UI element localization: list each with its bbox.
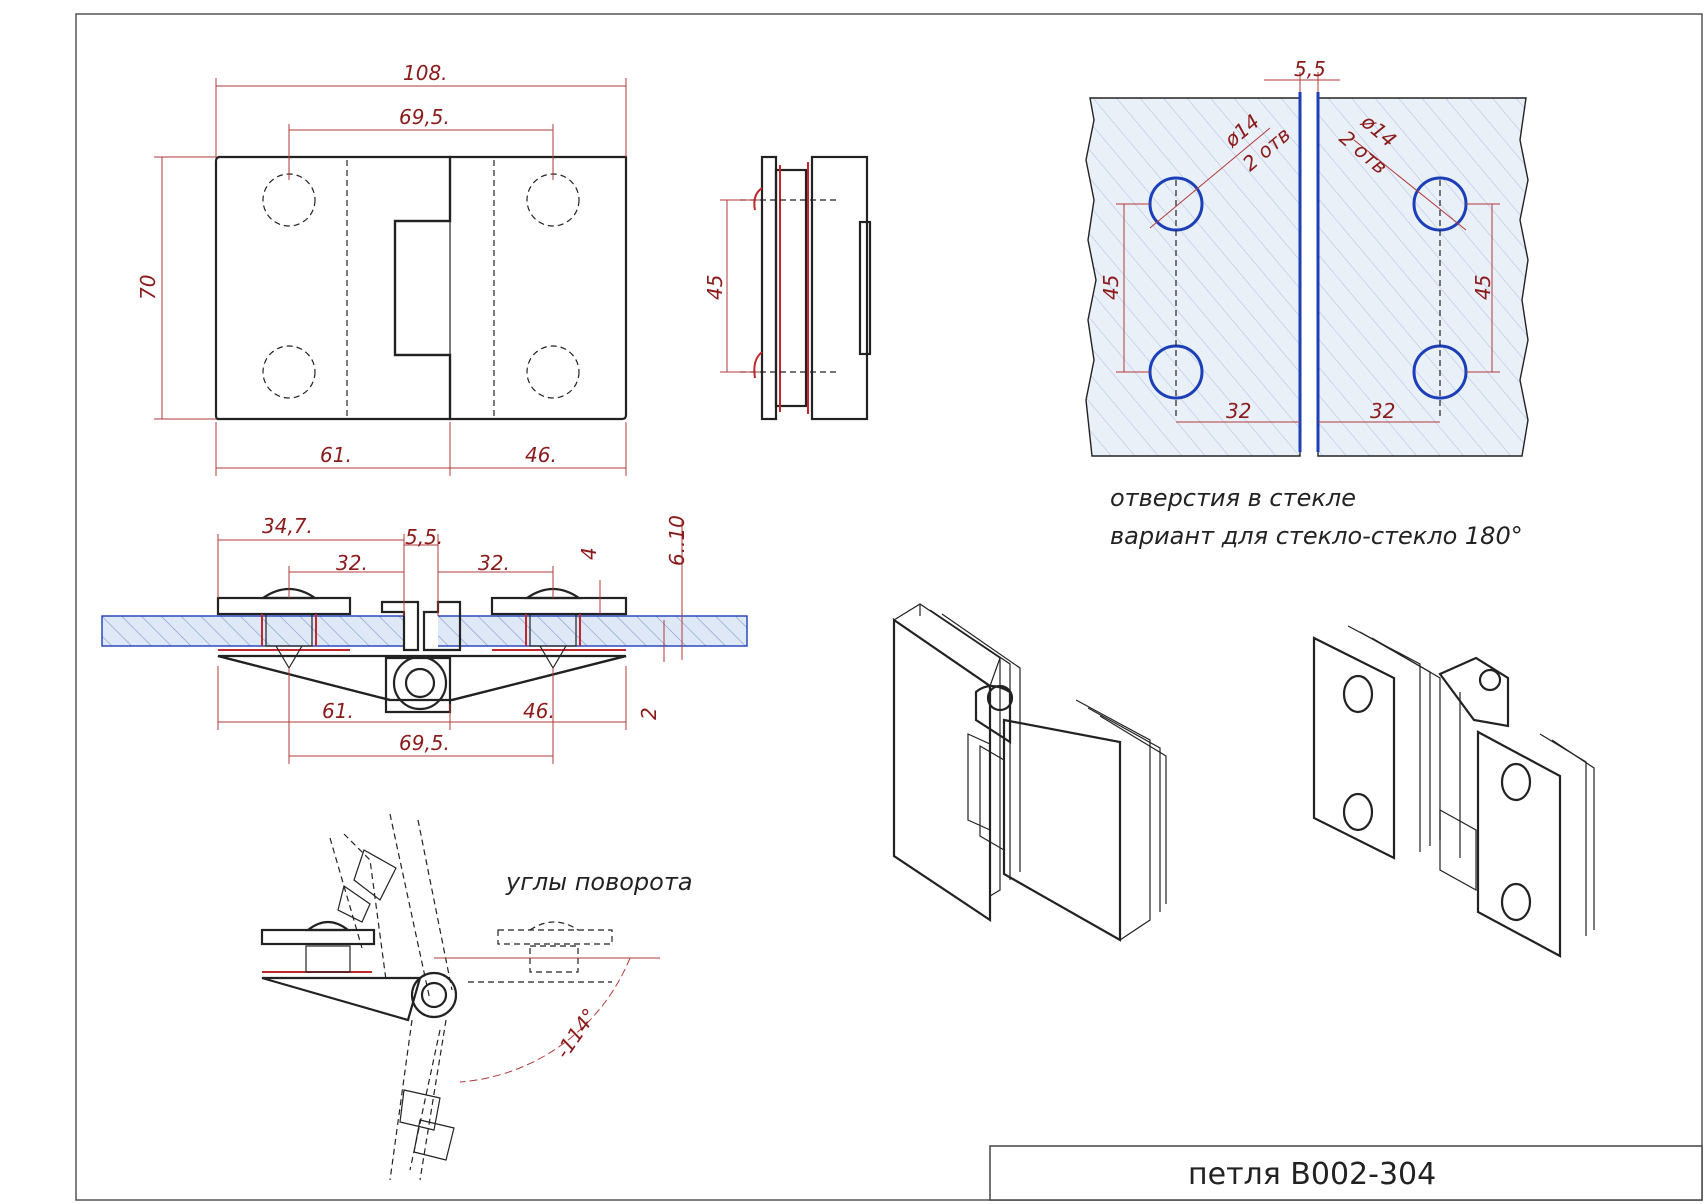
front-dim-height: 70 xyxy=(136,275,160,300)
section-view: 34,7. 5,5. 32. 32. 4 6..10 61. 46. 69,5.… xyxy=(101,514,748,764)
sheet-frame xyxy=(75,13,1703,1201)
holes-left-offset: 32 xyxy=(1226,399,1251,423)
side-view: 45 xyxy=(703,155,872,421)
front-dim-total-width: 108. xyxy=(403,61,448,85)
section-dim-left-leaf: 61. xyxy=(322,699,354,723)
rotation-label: углы поворота xyxy=(505,868,693,896)
holes-right-vertical: 45 xyxy=(1471,275,1495,300)
section-dim-right-leaf: 46. xyxy=(523,699,555,723)
front-dim-right-leaf: 46. xyxy=(525,443,557,467)
section-dim-plate: 4 xyxy=(577,547,601,560)
front-dim-left-leaf: 61. xyxy=(320,443,352,467)
rotation-view: -114° углы поворота xyxy=(260,813,693,1181)
section-dim-bottom: 2 xyxy=(637,707,661,720)
side-dim-hole-vertical: 45 xyxy=(703,275,727,300)
glass-holes-view: 5,5 ø14 2 отв ø14 2 отв 45 45 32 32 отве… xyxy=(1085,57,1529,550)
section-dim-left-offset: 34,7. xyxy=(262,514,313,538)
section-dim-gap: 5,5. xyxy=(405,525,443,549)
rotation-angle: -114° xyxy=(550,1004,601,1063)
section-dim-hole-spacing: 69,5. xyxy=(399,731,450,755)
front-dim-hole-spacing: 69,5. xyxy=(399,105,450,129)
hinge-3d-view-left xyxy=(892,603,1167,942)
front-view: 108. 69,5. 70 61. 46. xyxy=(136,61,628,476)
title-block: петля B002-304 xyxy=(989,1145,1703,1201)
holes-dim-gap: 5,5 xyxy=(1294,57,1326,81)
holes-note-line2: вариант для стекло-стекло 180° xyxy=(1110,522,1523,550)
section-dim-left-hole: 32. xyxy=(336,551,368,575)
holes-left-vertical: 45 xyxy=(1099,275,1123,300)
holes-right-offset: 32 xyxy=(1370,399,1395,423)
section-dim-right-hole: 32. xyxy=(478,551,510,575)
drawing-title: петля B002-304 xyxy=(1188,1157,1436,1192)
section-dim-glass: 6..10 xyxy=(665,515,689,566)
holes-note-line1: отверстия в стекле xyxy=(1110,484,1356,512)
hinge-3d-view-right xyxy=(1312,625,1595,958)
